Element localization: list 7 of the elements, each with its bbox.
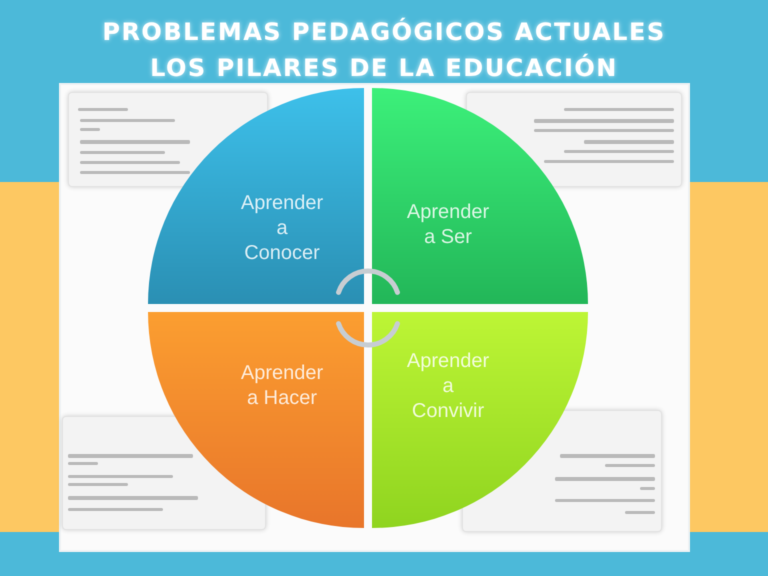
curved-connector [336, 268, 400, 295]
quadrant-label: Aprender a Hacer [240, 361, 324, 411]
quadrant-label: Aprender a Convivir [406, 348, 490, 424]
quadrant-label: Aprender a Conocer [240, 190, 324, 266]
quadrant-label: Aprender a Ser [406, 200, 490, 250]
slide-title: PROBLEMAS PEDAGÓGICOS ACTUALES LOS PILARES DE LA EDUCACIÓN [101, 16, 667, 84]
curved-connector [336, 321, 400, 348]
